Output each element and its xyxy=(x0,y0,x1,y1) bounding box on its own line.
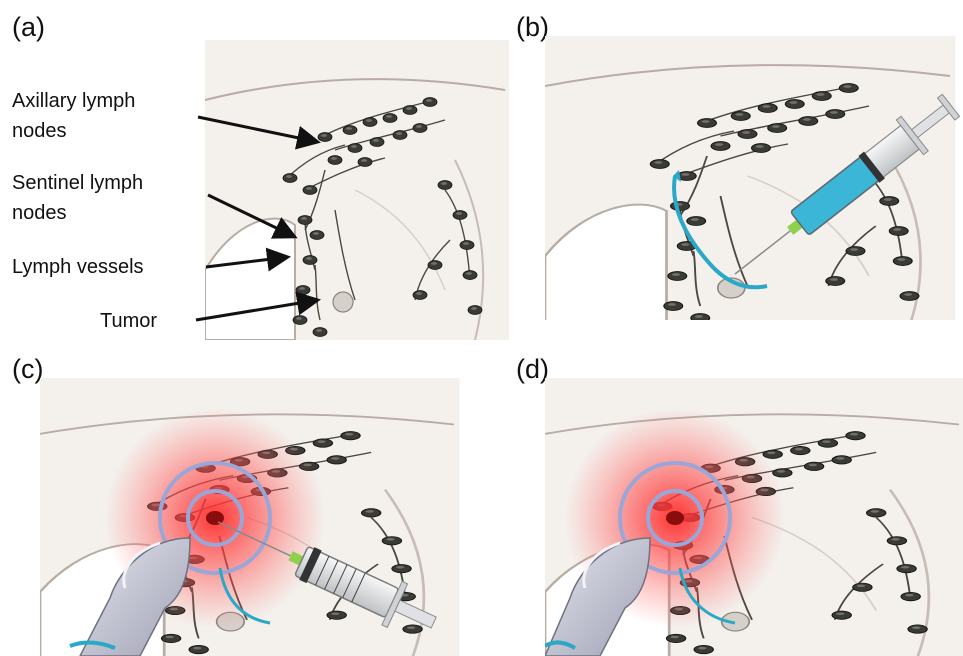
arrow-sentinel xyxy=(208,195,295,237)
arrow-vessels xyxy=(206,257,288,267)
arrow-tumor xyxy=(196,300,318,320)
panel-b-illustration xyxy=(545,36,960,320)
arrow-axillary xyxy=(198,117,318,142)
panel-c-illustration xyxy=(40,378,460,656)
panel-d-illustration xyxy=(545,378,963,656)
